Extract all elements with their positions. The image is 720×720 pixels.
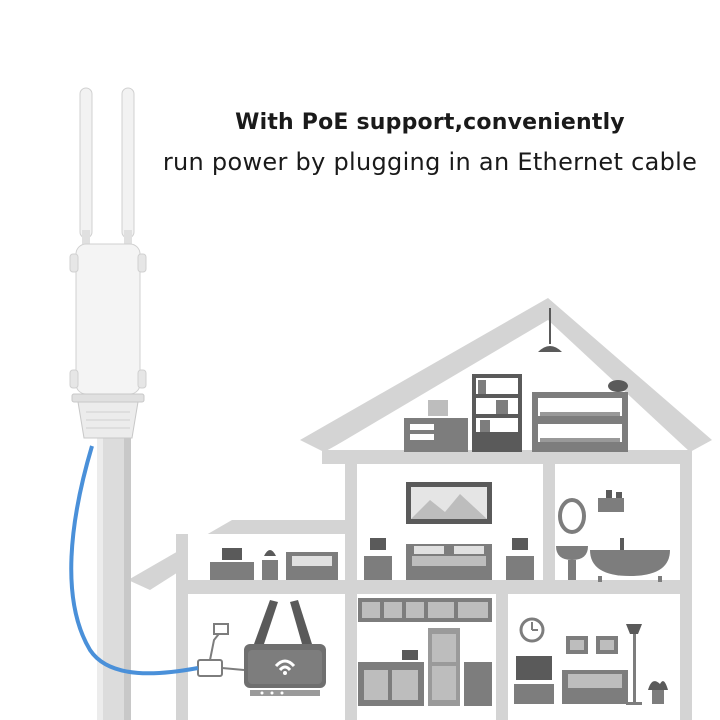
kitchen-furniture xyxy=(358,598,492,706)
bathroom-furniture xyxy=(556,490,670,582)
pole xyxy=(97,438,131,720)
outdoor-access-point xyxy=(69,87,147,439)
living-room-furniture xyxy=(514,617,668,705)
router xyxy=(244,600,326,696)
bedroom-furniture xyxy=(210,482,534,580)
poe-injector xyxy=(197,623,245,677)
attic-furniture xyxy=(404,308,628,452)
ethernet-cable xyxy=(69,445,199,676)
headline-title: With PoE support,conveniently xyxy=(235,110,625,135)
headline-subtitle: run power by plugging in an Ethernet cab… xyxy=(162,148,698,176)
